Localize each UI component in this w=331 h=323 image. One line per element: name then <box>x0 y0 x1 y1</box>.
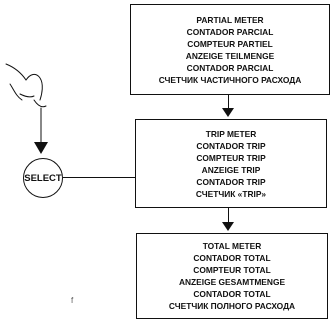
arrow-shaft <box>228 95 229 109</box>
partial-meter-label-es: CONTADOR PARCIAL <box>186 26 274 37</box>
footnote-mark: f <box>71 296 74 305</box>
trip-meter-box: TRIP METER CONTADOR TRIP COMPTEUR TRIP A… <box>135 119 327 208</box>
arrow-shaft <box>228 208 229 223</box>
total-meter-label-ru: СЧЕТЧИК ПОЛНОГО РАСХОДА <box>168 301 296 311</box>
total-meter-label-en: TOTAL METER <box>202 241 262 251</box>
partial-meter-label-ru: СЧЕТЧИК ЧАСТИЧНОГО РАСХОДА <box>158 74 302 85</box>
total-meter-label-pt: CONTADOR TOTAL <box>193 289 271 299</box>
total-meter-label-fr: COMPTEUR TOTAL <box>193 265 271 275</box>
pointing-hand-icon <box>5 63 48 154</box>
partial-meter-label-de: ANZEIGE TEILMENGE <box>185 50 275 61</box>
partial-meter-label-fr: COMPTEUR PARTIEL <box>187 38 273 49</box>
trip-meter-label-ru: СЧЕТЧИК «TRIP» <box>195 188 267 199</box>
partial-meter-label-pt: CONTADOR PARCIAL <box>186 62 274 73</box>
trip-meter-label-en: TRIP METER <box>205 128 257 139</box>
trip-meter-label-de: ANZEIGE TRIP <box>201 164 261 175</box>
trip-meter-label-es: CONTADOR TRIP <box>196 140 266 151</box>
down-arrow-icon <box>222 222 234 231</box>
trip-meter-label-fr: COMPTEUR TRIP <box>196 152 266 163</box>
connector-line <box>63 177 135 178</box>
partial-meter-box: PARTIAL METER CONTADOR PARCIAL COMPTEUR … <box>130 4 330 95</box>
total-meter-label-es: CONTADOR TOTAL <box>193 253 271 263</box>
down-arrow-icon <box>222 108 234 117</box>
trip-meter-label-pt: CONTADOR TRIP <box>196 176 266 187</box>
partial-meter-label-en: PARTIAL METER <box>196 14 264 25</box>
total-meter-box: TOTAL METER CONTADOR TOTAL COMPTEUR TOTA… <box>136 233 328 319</box>
total-meter-label-de: ANZEIGE GESAMTMENGE <box>178 277 286 287</box>
select-button[interactable]: SELECT <box>23 158 63 198</box>
